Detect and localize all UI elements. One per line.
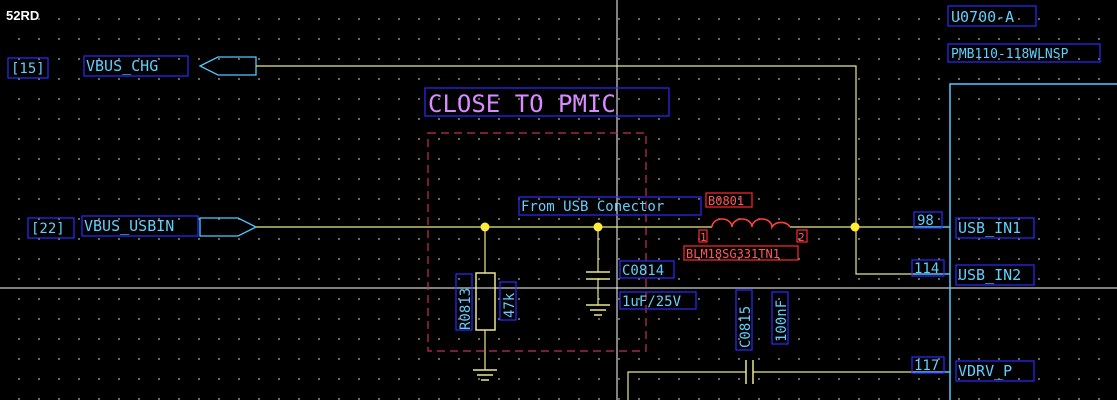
pin-name: USB_IN1 [958, 219, 1021, 237]
pin-usb-in1[interactable]: 98 USB_IN1 [913, 211, 1035, 239]
vbus-usbin-sheet-ref[interactable]: [22] [31, 221, 65, 237]
from-usb-note: From USB Conector [521, 199, 664, 215]
vbus-chg-name-box [83, 55, 189, 77]
vbus-chg-sheet-ref[interactable]: [15] [11, 61, 45, 77]
pin-vdrv-p[interactable]: 117 VDRV_P [911, 356, 1035, 382]
from-usb-box [518, 196, 702, 216]
ic-body-outline [949, 83, 1117, 400]
placement-keepout-box [427, 132, 647, 352]
close-to-pmic-note: CLOSE TO PMIC [428, 90, 616, 118]
inductor-pin1: 1 [700, 231, 707, 244]
capacitor-c0815[interactable]: C0815 100nF [627, 289, 950, 400]
inductor-part[interactable]: BLM18SG331TN1 [686, 247, 780, 261]
capacitor-c0814-value[interactable]: 1uF/25V [622, 294, 682, 310]
vbus-chg-ref-box [7, 57, 49, 79]
vbus-usbin-name-box [81, 215, 199, 237]
pin-number: 114 [914, 261, 939, 277]
junction-dot [850, 222, 860, 232]
pin-name: VDRV_P [958, 362, 1012, 380]
vbus-chg-net-name[interactable]: VBUS_CHG [86, 57, 158, 75]
close-to-pmic-box [424, 87, 670, 117]
inductor-b0801[interactable]: B0801 1 2 BLM18SG331TN1 [683, 192, 808, 261]
inductor-refdes[interactable]: B0801 [708, 194, 744, 208]
vbus-chg-port[interactable] [198, 56, 257, 76]
pin-name: USB_IN2 [958, 266, 1021, 284]
pin-number: 117 [914, 358, 939, 374]
device-box [947, 43, 1101, 63]
resistor-value[interactable]: 47k [502, 292, 518, 318]
resistor-refdes[interactable]: R0813 [458, 288, 474, 330]
vbus-usbin-port[interactable] [199, 217, 258, 237]
part-device[interactable]: PMB110-118WLNSP [951, 47, 1069, 62]
vbus-usbin-ref-box [27, 217, 75, 239]
wire-vbus-chg[interactable] [256, 65, 950, 275]
part-refdes[interactable]: U0700-A [951, 8, 1014, 26]
pin-usb-in2[interactable]: 114 USB_IN2 [911, 259, 1035, 286]
inductor-pin2: 2 [798, 231, 805, 244]
capacitor-c0815-refdes[interactable]: C0815 [738, 306, 754, 348]
capacitor-c0814-refdes[interactable]: C0814 [622, 263, 664, 279]
refdes-box [947, 5, 1037, 27]
sheet-tag: 52RD [6, 8, 39, 23]
vbus-usbin-net-name[interactable]: VBUS_USBIN [84, 217, 174, 235]
capacitor-c0814[interactable]: C0814 1uF/25V [586, 227, 697, 316]
capacitor-c0815-value[interactable]: 100nF [774, 300, 790, 342]
resistor-r0813[interactable]: R0813 47k [455, 227, 518, 381]
pin-number: 98 [917, 213, 934, 229]
